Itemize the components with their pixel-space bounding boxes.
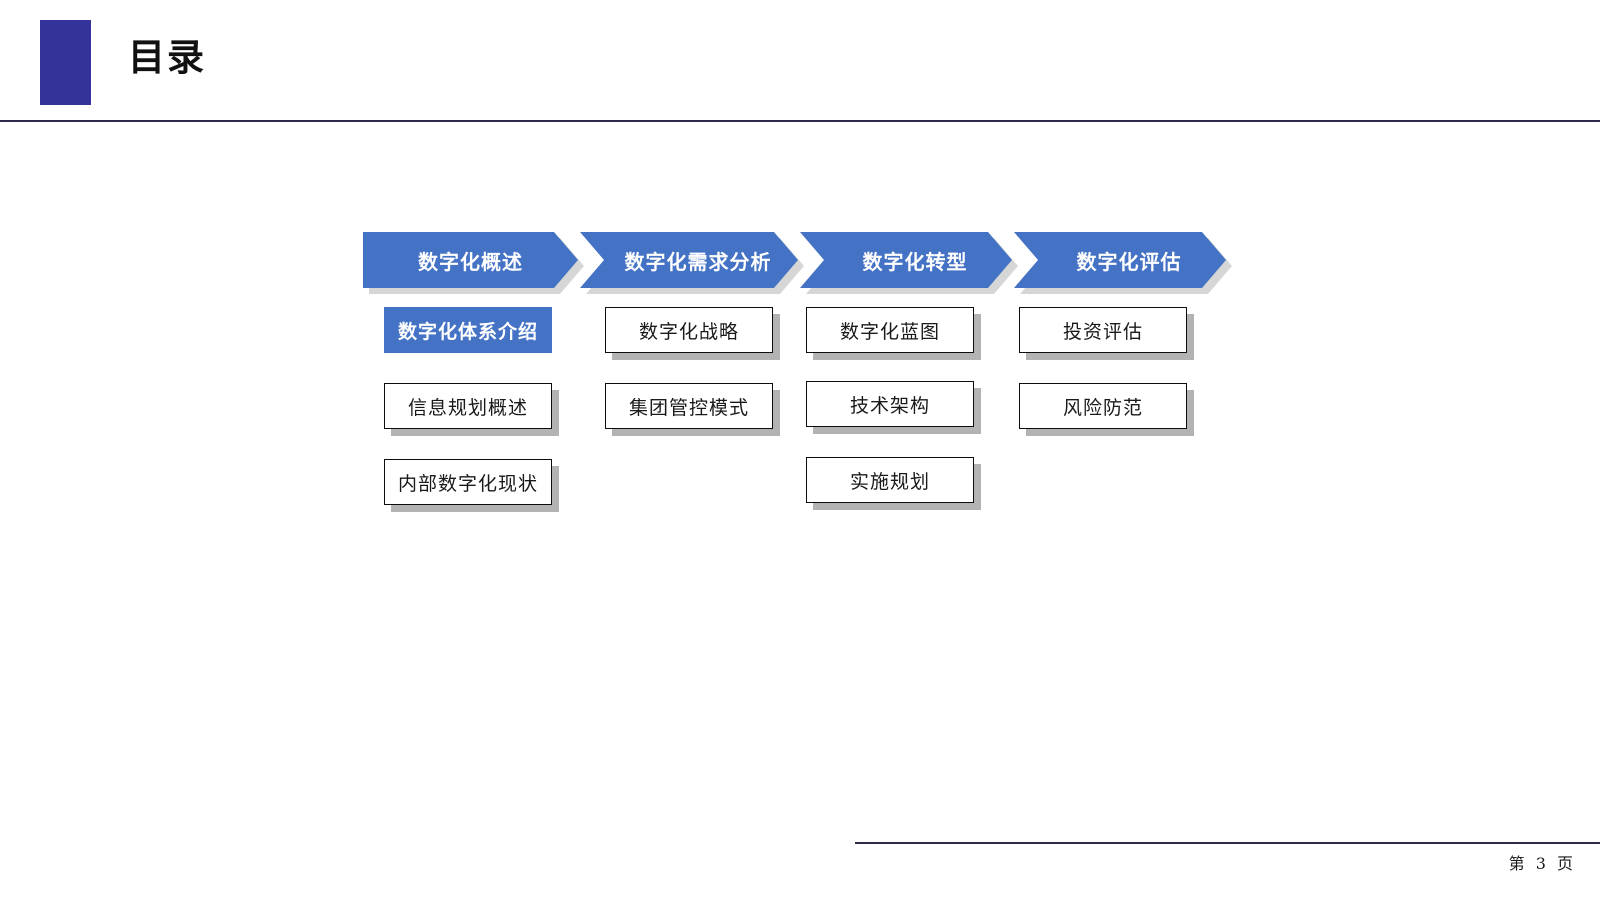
phase-chevron-label: 数字化概述: [418, 249, 523, 274]
phase-chevron[interactable]: 数字化转型: [800, 232, 1012, 288]
agenda-item[interactable]: 实施规划: [806, 457, 974, 503]
footer-page-number: 第 3 页: [1508, 854, 1576, 873]
agenda-item-label: 内部数字化现状: [397, 472, 538, 495]
agenda-item-label: 信息规划概述: [407, 396, 528, 419]
agenda-item-label: 风险防范: [1062, 396, 1143, 419]
agenda-item[interactable]: 数字化蓝图: [806, 307, 974, 353]
phase-chevron[interactable]: 数字化需求分析: [580, 232, 798, 288]
agenda-item[interactable]: 技术架构: [806, 381, 974, 427]
header-accent-block: [40, 20, 91, 105]
agenda-item-label: 数字化体系介绍: [397, 320, 538, 343]
phase-chevron[interactable]: 数字化概述: [363, 232, 578, 288]
agenda-item[interactable]: 风险防范: [1019, 383, 1187, 429]
phase-chevron[interactable]: 数字化评估: [1014, 232, 1226, 288]
agenda-item-label: 数字化蓝图: [839, 320, 940, 343]
agenda-item[interactable]: 信息规划概述: [384, 383, 552, 429]
phase-chevron-label: 数字化评估: [1076, 249, 1182, 274]
phase-chevron-label: 数字化转型: [862, 249, 968, 274]
agenda-item[interactable]: 内部数字化现状: [384, 459, 552, 505]
agenda-item[interactable]: 集团管控模式: [605, 383, 773, 429]
agenda-item-selected[interactable]: 数字化体系介绍: [384, 307, 552, 353]
agenda-item-label: 数字化战略: [638, 320, 739, 343]
agenda-item[interactable]: 数字化战略: [605, 307, 773, 353]
footer-divider: [855, 842, 1600, 844]
phase-chevron-label: 数字化需求分析: [624, 249, 772, 274]
agenda-item-label: 投资评估: [1062, 320, 1143, 343]
agenda-item[interactable]: 投资评估: [1019, 307, 1187, 353]
page-title: 目录: [128, 36, 206, 79]
agenda-item-label: 实施规划: [849, 470, 930, 493]
agenda-item-label: 技术架构: [849, 394, 930, 417]
agenda-item-label: 集团管控模式: [628, 396, 749, 419]
header-divider: [0, 120, 1600, 122]
